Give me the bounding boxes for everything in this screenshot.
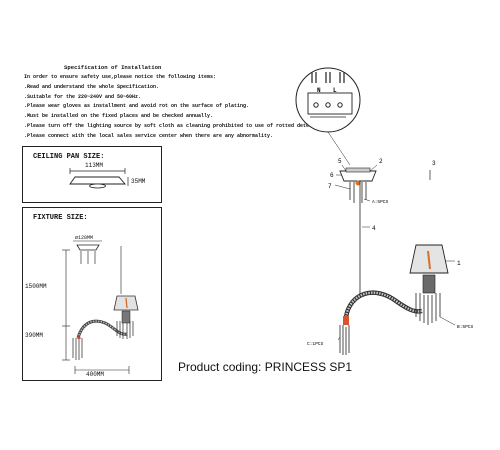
terminal-label-l: L xyxy=(333,87,337,94)
part-number: 5 xyxy=(338,158,342,165)
fixture-box: FIXTURE SIZE: xyxy=(22,207,162,381)
ceiling-pan-height: 35MM xyxy=(131,178,146,185)
spec-item: .Read and understand the whole Specifica… xyxy=(24,83,160,90)
part-number: 1 xyxy=(457,260,461,267)
part-number: 7 xyxy=(328,183,332,190)
spec-item: .Suitable for the 220~240V and 50~60Hz. xyxy=(24,93,142,100)
ceiling-pan-title: CEILING PAN SIZE: xyxy=(33,153,105,161)
part-number: 4 xyxy=(372,225,376,232)
spec-list: In order to ensure safety use,please not… xyxy=(24,73,328,142)
callout-c: C:1PCS xyxy=(307,341,324,347)
part-number: 3 xyxy=(432,160,436,167)
part-number: 2 xyxy=(379,158,383,165)
part-number: 6 xyxy=(330,172,334,179)
fixture-height: 390MM xyxy=(25,332,44,339)
spec-item: .Please connect with the local sales ser… xyxy=(24,132,274,139)
spec-item: .Please wear gloves as installment and a… xyxy=(24,103,250,110)
spec-item: .Please turn off the lighting source by … xyxy=(24,122,328,129)
spec-item: In order to ensure safety use,please not… xyxy=(24,74,217,80)
ceiling-pan-drawing xyxy=(69,168,129,189)
exploded-diagram: N L 1 2 3 4 5 6 7 xyxy=(295,67,474,355)
spec-title: Specification of Installation xyxy=(64,64,162,71)
product-coding: Product coding: PRINCESS SP1 xyxy=(178,360,353,374)
callout-a: A:5PCS xyxy=(372,199,389,205)
ceiling-pan-diameter: 113MM xyxy=(85,162,104,169)
ceiling-pan-box: CEILING PAN SIZE: 113MM 35MM xyxy=(22,146,162,203)
spec-item: .Must be installed on the fixed places a… xyxy=(24,113,214,120)
fixture-width: 400MM xyxy=(86,371,105,378)
fixture-top-diameter: ø120MM xyxy=(75,235,94,241)
fixture-drawing xyxy=(62,240,139,374)
fixture-drop-length: 1500MM xyxy=(25,283,47,290)
terminal-label-n: N xyxy=(317,87,321,94)
callout-b: B:5PCS xyxy=(457,324,474,330)
fixture-title: FIXTURE SIZE: xyxy=(33,214,88,222)
